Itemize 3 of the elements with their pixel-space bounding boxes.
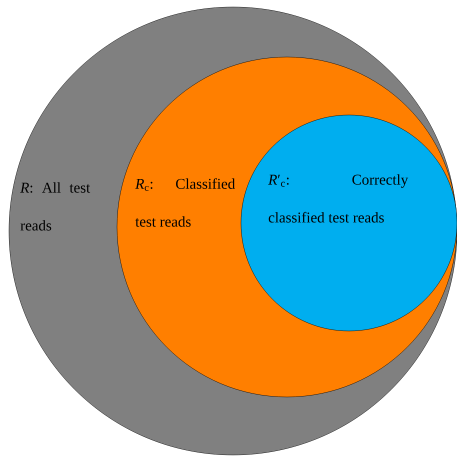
circle-label: R: All test reads [20,182,90,231]
circle-label: R′$_{c}$: Correctly classified test reads [268,174,408,223]
circle-label: R$_{c}$: Classified test reads [135,178,235,227]
